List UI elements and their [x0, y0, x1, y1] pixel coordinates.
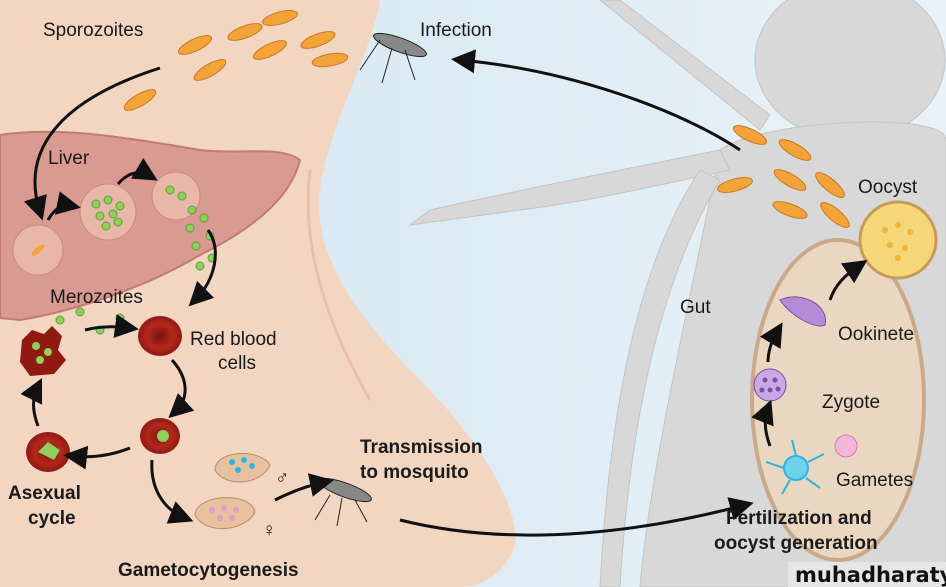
label-cycle: cycle [28, 508, 76, 529]
oocyst [858, 200, 938, 280]
label-oocyst: Oocyst [858, 177, 918, 198]
liver-schizont [79, 183, 137, 241]
label-liver: Liver [48, 148, 90, 169]
label-asexual: Asexual [8, 483, 81, 504]
body-contour [306, 169, 372, 401]
label-ookinete: Ookinete [838, 324, 914, 345]
hepatocyte-sporozoite [31, 244, 45, 256]
label-transmission: Transmission [360, 437, 483, 458]
label-gametes: Gametes [836, 470, 913, 491]
mosquito-icon-infection [359, 32, 427, 84]
sporozoites [123, 10, 850, 228]
label-to-mosquito: to mosquito [360, 462, 469, 483]
label-gut: Gut [680, 297, 711, 318]
ookinete [779, 296, 826, 327]
cycle-arrows [20, 49, 868, 537]
male-gamete [765, 439, 825, 495]
label-merozoites: Merozoites [50, 287, 143, 308]
male-symbol: ♂ [275, 468, 289, 489]
red-blood-cells [20, 316, 182, 472]
watermark: muhadharaty.com [795, 563, 946, 587]
label-infection: Infection [420, 20, 492, 41]
watermark-background [788, 562, 946, 587]
gametocytes [194, 453, 271, 529]
label-red-blood: Red blood [190, 329, 277, 350]
female-symbol: ♀ [262, 520, 276, 541]
zygote [753, 368, 787, 402]
label-oocyst-generation: oocyst generation [714, 533, 878, 554]
label-cells: cells [218, 353, 256, 374]
female-gamete [834, 434, 858, 458]
label-gametocytogenesis: Gametocytogenesis [118, 560, 299, 581]
liver [0, 130, 302, 322]
label-fertilization: Fertilization and [726, 508, 872, 529]
oocyst-sporozoites [882, 222, 913, 261]
zygote-dots [759, 377, 781, 393]
label-zygote: Zygote [822, 392, 880, 413]
label-sporozoites: Sporozoites [43, 20, 143, 41]
